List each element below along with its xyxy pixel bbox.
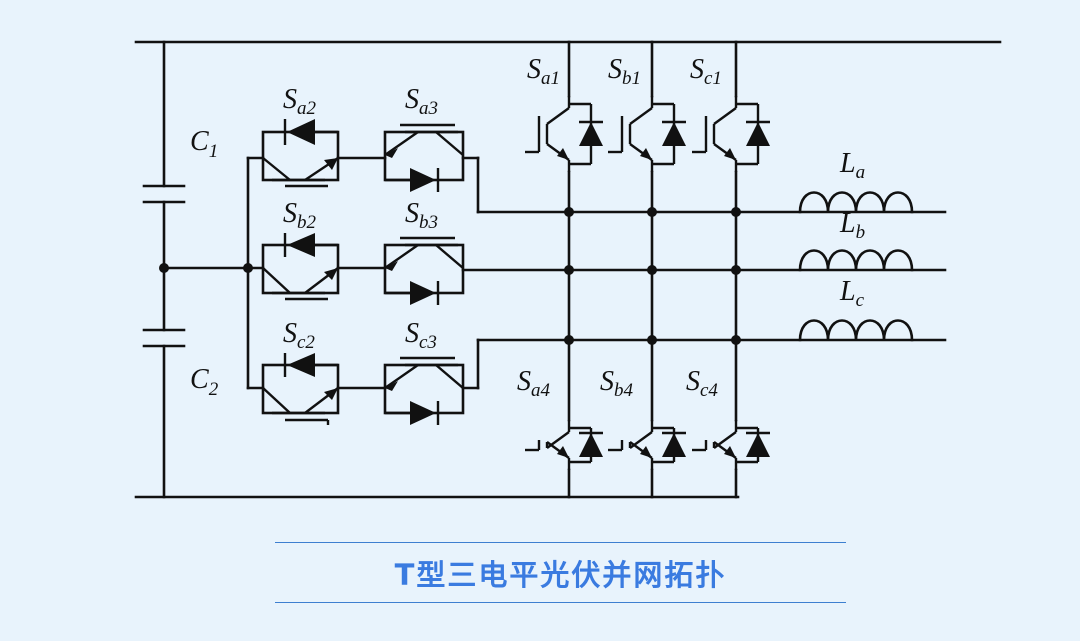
label-lb: Lb: [839, 208, 865, 243]
diode-c3: [385, 401, 440, 425]
label-sb1: Sb1: [608, 54, 641, 89]
label-c2: C2: [190, 364, 219, 400]
label-sc4: Sc4: [686, 366, 718, 401]
inductor-lc: [798, 319, 914, 342]
caption-bottom-rule: [275, 602, 846, 603]
igbt-diode-c1: [692, 96, 770, 172]
caption-top-rule: [275, 542, 846, 543]
label-sa2: Sa2: [283, 84, 317, 119]
label-sc1: Sc1: [690, 54, 722, 89]
diode-b3: [385, 281, 440, 305]
label-lc: Lc: [839, 276, 865, 311]
igbt-diode-a4: [525, 420, 603, 470]
phase-leg-switches: [525, 96, 770, 470]
igbt-diode-b1: [608, 96, 686, 172]
junction-dots: [159, 207, 741, 345]
igbt-diode-c4: [692, 420, 770, 470]
inductor-la: [798, 191, 914, 214]
label-sb2: Sb2: [283, 198, 317, 233]
label-sb3: Sb3: [405, 198, 438, 233]
igbt-c2: [262, 387, 339, 425]
label-sa1: Sa1: [527, 54, 560, 89]
diode-a3: [385, 168, 440, 192]
label-c1: C1: [190, 126, 218, 162]
label-sa3: Sa3: [405, 84, 438, 119]
diode-b2: [283, 233, 338, 257]
label-sb4: Sb4: [600, 366, 634, 401]
label-sc3: Sc3: [405, 318, 437, 353]
inductor-lb: [798, 249, 914, 272]
igbt-b3: [384, 236, 464, 271]
igbt-diode-b4: [608, 420, 686, 470]
label-sa4: Sa4: [517, 366, 551, 401]
igbt-a3: [384, 123, 464, 158]
igbt-c3: [384, 356, 464, 391]
label-la: La: [839, 148, 865, 183]
igbt-b2: [262, 267, 339, 301]
igbt-a2: [262, 157, 339, 188]
diagram-caption: T型三电平光伏并网拓扑: [394, 558, 727, 592]
diode-a2: [283, 119, 338, 145]
capacitor-c2: [142, 328, 186, 348]
diode-c2: [283, 353, 338, 377]
igbt-diode-a1: [525, 96, 603, 172]
t-type-inverter-circuit: C1 C2 Sa2 Sa3 Sb2 Sb3 Sc2 Sc3 Sa1 Sb1 Sc…: [134, 40, 1002, 499]
capacitor-c1: [142, 184, 186, 204]
label-sc2: Sc2: [283, 318, 315, 353]
